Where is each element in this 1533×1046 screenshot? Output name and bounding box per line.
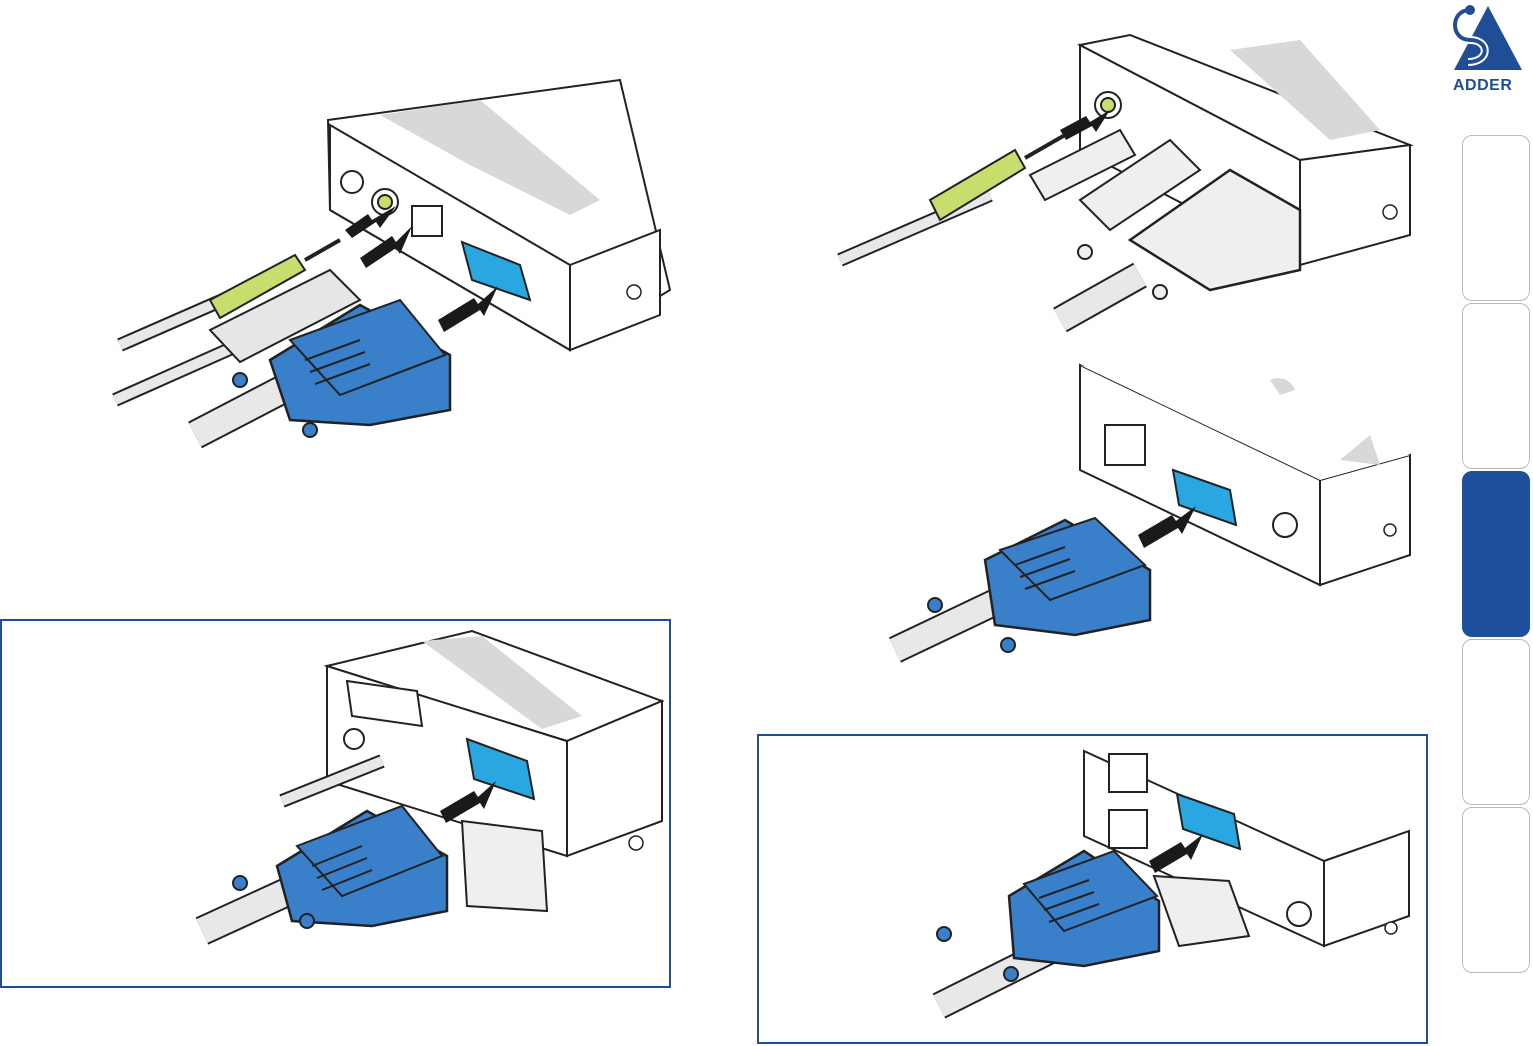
remote-unit-vga-illustration [890, 360, 1420, 690]
brand-logo-text: ADDER [1453, 77, 1512, 95]
section-tab-2[interactable] [1462, 303, 1530, 469]
remote-unit-connections-illustration [830, 30, 1430, 340]
local-unit-serial-variant-box [0, 619, 671, 988]
section-tab-1[interactable] [1462, 135, 1530, 301]
remote-unit-vga-icon [890, 360, 1420, 690]
remote-unit-dual-vga-icon [759, 736, 1430, 1046]
section-tab-5[interactable] [1462, 807, 1530, 973]
local-unit-connections-illustration [100, 90, 680, 480]
section-tab-3[interactable] [1462, 471, 1530, 637]
section-tab-4[interactable] [1462, 639, 1530, 805]
local-unit-serial-vga-icon [2, 621, 673, 990]
local-unit-connections-icon [100, 90, 680, 480]
remote-unit-connections-icon [830, 30, 1430, 340]
remote-unit-dual-variant-box [757, 734, 1428, 1044]
